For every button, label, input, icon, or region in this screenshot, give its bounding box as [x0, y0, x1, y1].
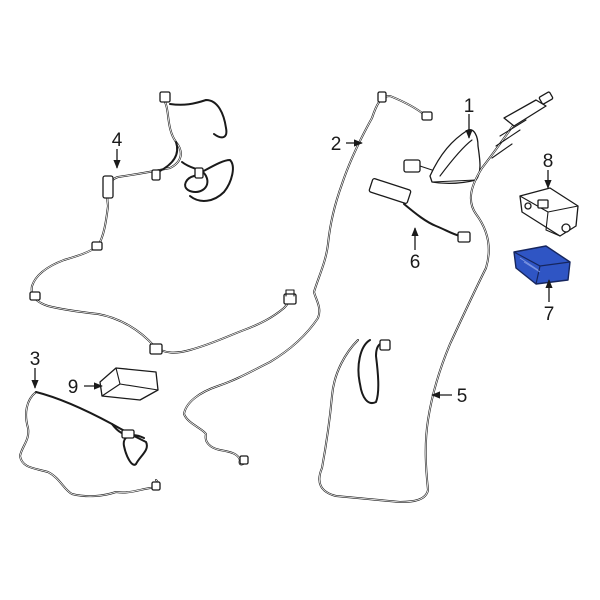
connector-1a	[403, 159, 421, 173]
callout-labels: 1 2 3 4 5 6 7 8 9	[30, 96, 555, 407]
connector-2a	[421, 111, 433, 121]
callout-1: 1	[464, 96, 475, 117]
connector-3b	[151, 481, 161, 491]
callout-2: 2	[331, 134, 342, 155]
antenna-part-1[interactable]	[403, 129, 481, 184]
harness-part-5[interactable]	[318, 91, 554, 503]
connector-4a	[159, 91, 171, 103]
harness-part-2[interactable]	[183, 91, 433, 466]
lead-part-6[interactable]	[368, 178, 471, 243]
harness-part-4[interactable]	[29, 91, 297, 355]
callout-7: 7	[544, 304, 555, 325]
connector-5b	[538, 91, 554, 105]
connector-2b	[239, 455, 249, 465]
callout-8: 8	[543, 151, 554, 172]
module-part-9[interactable]	[99, 367, 159, 401]
connector-4c	[151, 169, 161, 181]
module-part-7-highlighted[interactable]	[513, 245, 571, 285]
connector-4d	[194, 167, 204, 179]
callout-4: 4	[112, 130, 123, 151]
connector-4e	[283, 293, 297, 305]
connector-3a	[121, 429, 135, 439]
module-part-8[interactable]	[519, 187, 579, 237]
leader-lines	[31, 114, 553, 399]
clip-2a	[377, 91, 387, 103]
callout-5: 5	[457, 386, 468, 407]
harness-part-3[interactable]	[19, 391, 161, 498]
clip-4b	[29, 291, 41, 301]
connector-4b	[102, 175, 114, 199]
connector-6a	[457, 231, 471, 243]
clip-4a	[91, 241, 103, 251]
callout-3: 3	[30, 349, 41, 370]
callout-6: 6	[410, 252, 421, 273]
connector-5a	[379, 339, 391, 351]
clip-4c	[149, 343, 163, 355]
callout-9: 9	[68, 377, 79, 398]
